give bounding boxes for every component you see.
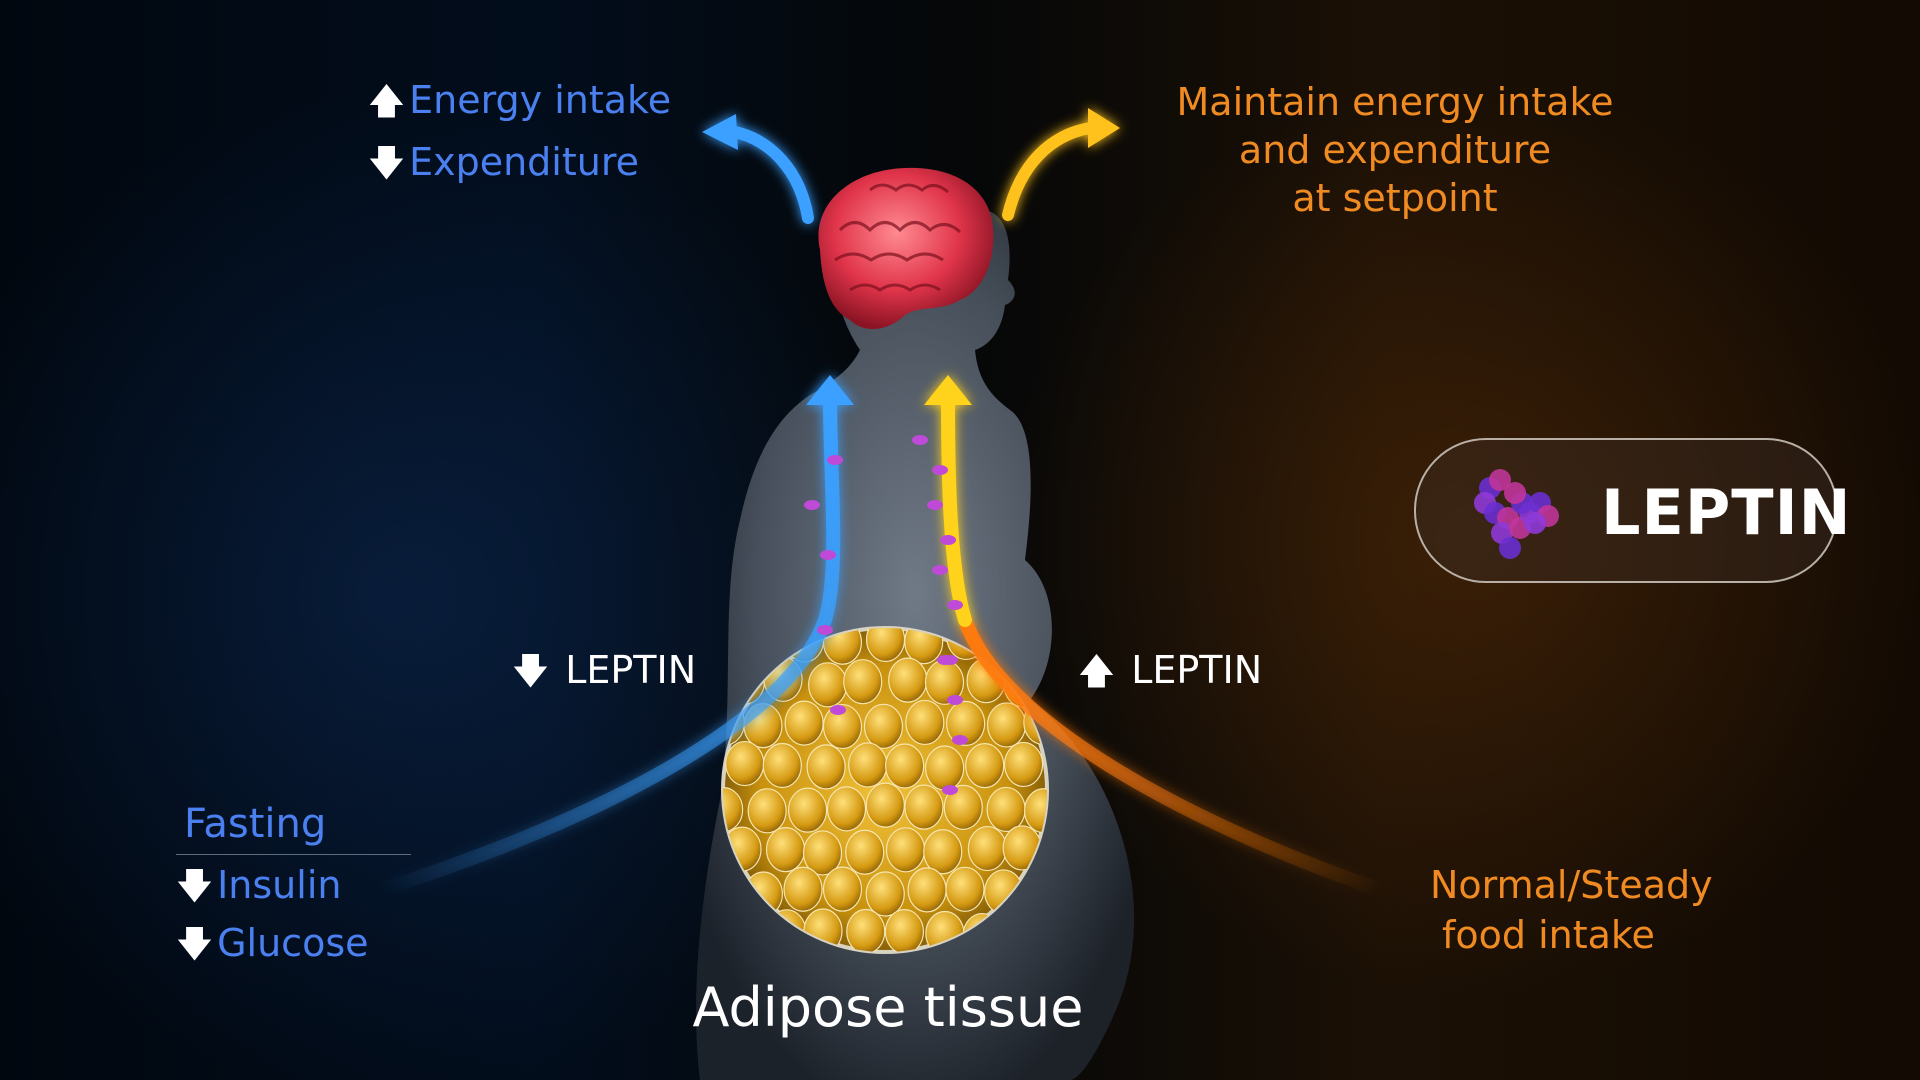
down-arrow-icon: 🡇 [512,650,549,692]
fat-cell [846,830,884,874]
fat-cell [784,867,822,911]
down-arrow-icon: 🡇 [368,142,405,184]
insulin-label: 🡇Insulin [176,863,411,909]
leptin-particle [932,465,948,475]
energy-intake-label: 🡅Energy intake [368,78,671,124]
leptin-particle [947,600,963,610]
fat-cell [866,783,904,827]
fat-cell [906,700,944,744]
down-arrow-icon: 🡇 [176,865,213,907]
fat-cell [809,663,847,707]
fat-cell [924,830,962,874]
leptin-badge-label: LEPTIN [1601,476,1852,549]
leptin-particle [952,735,968,745]
fat-cell [885,910,923,954]
fat-cell [905,785,943,829]
fat-cell [847,910,885,954]
fat-cell [763,743,801,787]
maintain-setpoint-label: Maintain energy intake and expenditure a… [1130,78,1660,222]
fat-cell [827,787,865,831]
fat-cell [926,746,964,790]
leptin-decrease-label: 🡇 LEPTIN [512,648,696,694]
leptin-molecule-icon [1460,458,1570,568]
leptin-particle [827,455,843,465]
fat-cell [785,701,823,745]
fat-cell [889,658,927,702]
fat-cell [966,744,1004,788]
leptin-particle [830,705,846,715]
fasting-title: Fasting [176,800,411,854]
fat-cell [807,745,845,789]
fat-cell [844,660,882,704]
leptin-badge: LEPTIN [1414,438,1838,583]
energy-change-labels: 🡅Energy intake 🡇Expenditure [368,78,671,201]
leptin-particle [942,785,958,795]
leptin-particle [912,435,928,445]
leptin-increase-label: 🡅 LEPTIN [1078,648,1262,694]
leptin-particle [804,500,820,510]
leptin-particle [940,535,956,545]
fat-cell [987,787,1025,831]
fat-cell [789,788,827,832]
fat-cell [864,704,902,748]
molecule-blob [1524,512,1546,534]
leptin-particle [942,655,958,665]
fat-cell [849,743,887,787]
expenditure-label: 🡇Expenditure [368,140,671,186]
fat-cell [748,789,786,833]
leptin-particle [927,500,943,510]
fat-cell [823,867,861,911]
fat-cell [887,828,925,872]
normal-food-intake-label: Normal/Steady food intake [1430,860,1713,960]
fat-cell [946,867,984,911]
fat-cell [968,827,1006,871]
fat-cell [866,872,904,916]
fat-cell [908,868,946,912]
molecule-blob [1504,482,1526,504]
leptin-particle [947,695,963,705]
down-arrow-icon: 🡇 [176,923,213,965]
up-arrow-icon: 🡅 [368,80,405,122]
up-arrow-icon: 🡅 [1078,650,1115,692]
fat-cell [988,703,1026,747]
molecule-blob [1499,537,1521,559]
adipose-tissue-label: Adipose tissue [0,976,1776,1041]
fat-cell [1005,742,1043,786]
leptin-particle [820,550,836,560]
fasting-block: Fasting 🡇Insulin 🡇Glucose [176,800,411,978]
fasting-divider [176,854,411,855]
leptin-particle [817,625,833,635]
fat-cell [886,744,924,788]
glucose-label: 🡇Glucose [176,921,411,967]
leptin-particle [932,565,948,575]
fat-cell [767,828,805,872]
fat-cell [726,742,764,786]
